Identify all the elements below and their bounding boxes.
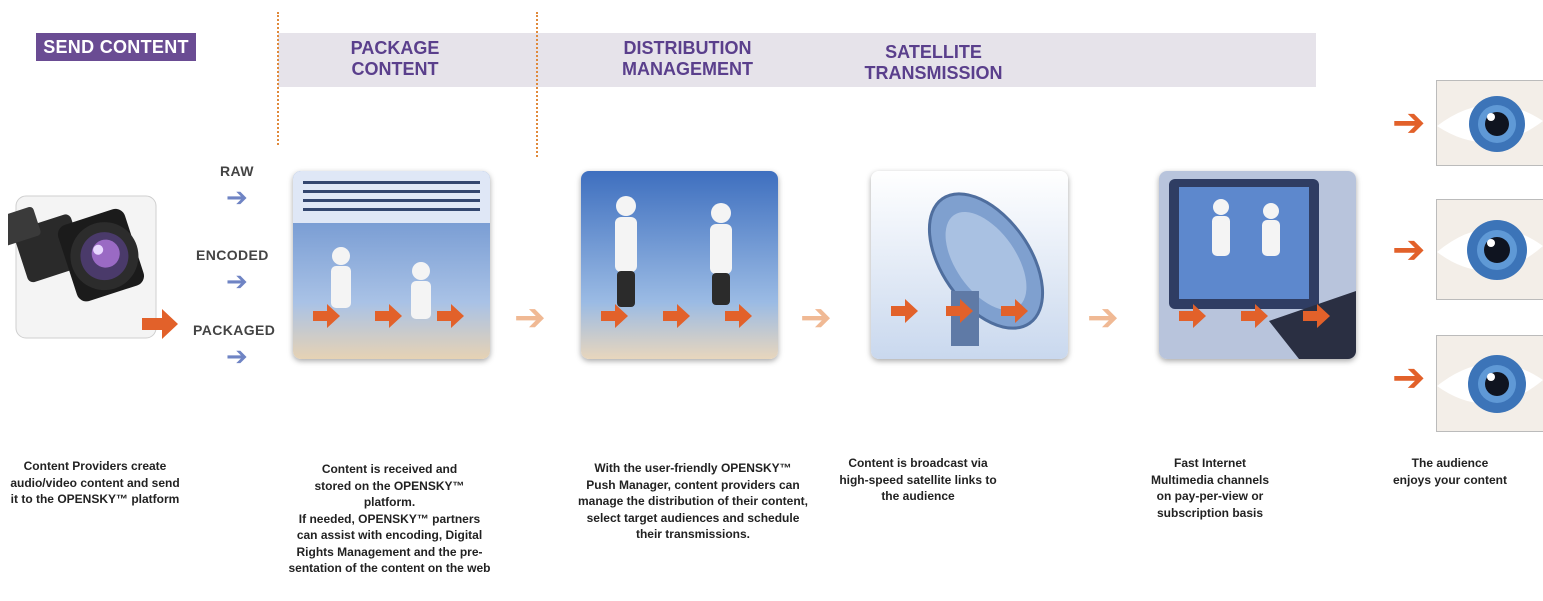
caption-satellite: Content is broadcast via high-speed sate… <box>818 455 1018 505</box>
stage-title-satellite: SATELLITE TRANSMISSION <box>856 42 1011 84</box>
format-label-packaged: PACKAGED <box>193 322 276 338</box>
caption-line: platform. <box>363 495 416 509</box>
caption-internet: Fast Internet Multimedia channels on pay… <box>1130 455 1290 521</box>
caption-audience: The audience enjoys your content <box>1380 455 1520 488</box>
caption-line: the audience <box>881 489 955 503</box>
stage-title-satellite-line2: TRANSMISSION <box>864 63 1003 83</box>
eye-icon <box>1436 80 1543 166</box>
stage-title-distribution-line1: DISTRIBUTION <box>623 38 752 58</box>
caption-line: select target audiences and schedule <box>586 510 800 525</box>
caption-line: Multimedia channels <box>1150 472 1270 487</box>
format-label-raw: RAW <box>220 163 254 179</box>
caption-line: high-speed satellite links to <box>839 472 997 487</box>
arrow-right-icon: ➔ <box>1392 101 1426 145</box>
caption-line: subscription basis <box>1156 505 1264 520</box>
arrow-right-icon: ➔ <box>1392 228 1426 272</box>
arrow-right-icon: ➔ <box>514 297 546 339</box>
caption-line: manage the distribution of their content… <box>577 494 808 508</box>
caption-line: stored on the OPENSKY™ <box>314 478 465 493</box>
stage-title-package-line1: PACKAGE <box>350 38 440 58</box>
caption-line: enjoys your content <box>1392 472 1508 487</box>
stage-title-package: PACKAGE CONTENT <box>330 38 460 80</box>
stage-title-distribution: DISTRIBUTION MANAGEMENT <box>610 38 765 80</box>
camera-icon <box>0 168 178 343</box>
monitor-runners-image <box>1159 171 1356 359</box>
arrow-right-icon: ➔ <box>226 266 248 296</box>
arrow-right-icon: ➔ <box>800 297 832 339</box>
caption-line: With the user-friendly OPENSKY™ <box>594 461 792 475</box>
satellite-dish-image <box>871 171 1068 359</box>
caption-line: Rights Management and the pre- <box>296 544 483 559</box>
caption-line: it to the OPENSKY™ platform <box>10 492 180 506</box>
arrow-right-icon: ➔ <box>1392 356 1426 400</box>
caption-line: sentation of the content on the web <box>288 561 491 575</box>
caption-line: The audience <box>1411 456 1489 470</box>
divider-package <box>277 12 279 145</box>
caption-package: Content is received and stored on the OP… <box>282 461 497 577</box>
eye-icon <box>1436 199 1543 300</box>
arrow-right-icon: ➔ <box>1087 297 1119 339</box>
caption-line: on pay-per-view or <box>1156 489 1264 503</box>
format-label-encoded: ENCODED <box>196 247 269 263</box>
caption-line: Content Providers create <box>23 459 167 473</box>
caption-line: can assist with encoding, Digital <box>296 528 483 542</box>
caption-line: Push Manager, content providers can <box>586 477 800 492</box>
caption-line: Content is received and <box>321 462 458 476</box>
send-content-label: SEND CONTENT <box>36 33 196 61</box>
caption-line: If needed, OPENSKY™ partners <box>298 511 481 526</box>
stage-title-package-line2: CONTENT <box>351 59 439 79</box>
arrow-right-icon: ➔ <box>226 182 248 212</box>
caption-line: their transmissions. <box>635 527 751 541</box>
runners-image <box>581 171 778 359</box>
header-band <box>278 33 1316 87</box>
divider-distribution <box>536 12 538 157</box>
eye-icon <box>1436 335 1543 432</box>
caption-line: Content is broadcast via <box>848 456 988 470</box>
caption-send: Content Providers create audio/video con… <box>0 458 190 508</box>
stage-title-satellite-line1: SATELLITE <box>885 42 982 62</box>
caption-line: Fast Internet <box>1173 456 1246 470</box>
stage-title-distribution-line2: MANAGEMENT <box>622 59 753 79</box>
arrow-right-icon: ➔ <box>226 341 248 371</box>
binary-runners-image <box>293 171 490 359</box>
caption-distribution: With the user-friendly OPENSKY™ Push Man… <box>568 460 818 543</box>
caption-line: audio/video content and send <box>10 475 180 490</box>
